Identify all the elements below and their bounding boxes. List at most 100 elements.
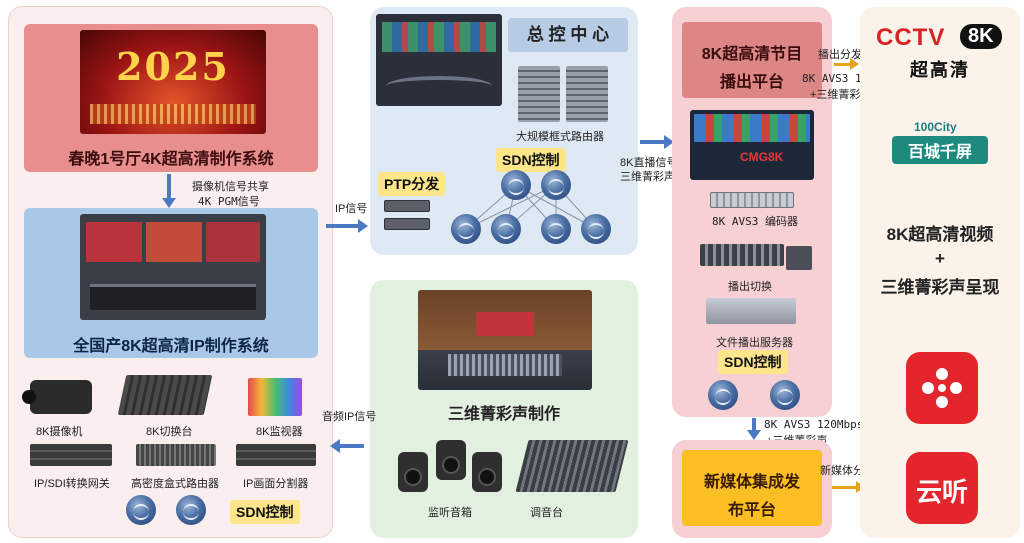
presentation-panel xyxy=(860,7,1020,538)
playout-switcher-icon xyxy=(700,244,784,266)
cctv-sub-text: 超高清 xyxy=(910,60,970,80)
new-media-title-box: 新媒体集成发 布平台 xyxy=(682,450,822,526)
control-room-photo xyxy=(80,214,266,320)
100city-logo: 100City 百城千屏 xyxy=(886,120,992,164)
ip-system-title: 全国产8K超高清IP制作系统 xyxy=(73,338,269,355)
cctv-logo-text: CCTV xyxy=(876,24,946,51)
arrow-new-media xyxy=(832,486,858,489)
device-label: 8K监视器 xyxy=(256,426,303,438)
switch-label: 播出切换 xyxy=(728,281,772,293)
cmg-screen-logo: CMG8K xyxy=(740,150,784,164)
ip-signal-label: IP信号 xyxy=(335,203,368,215)
100city-logo-main: 百城千屏 xyxy=(892,136,988,164)
mixing-console-icon xyxy=(515,440,629,492)
audience-pattern xyxy=(90,104,256,124)
present-line2: 三维菁彩声呈现 xyxy=(880,278,1000,297)
studio-screens xyxy=(476,312,534,336)
leaf-switch-icon xyxy=(541,214,571,244)
chunwan-4k-system-box: 2025 春晚1号厅4K超高清制作系统 xyxy=(24,24,318,172)
cctv-8k-logo: CCTV 8K 超高清 xyxy=(876,20,1012,80)
gala-stage-photo: 2025 xyxy=(80,30,266,134)
device-label: 8K切换台 xyxy=(146,426,193,438)
yunting-app-icon: 云听 xyxy=(906,452,978,524)
audio-production-title: 三维菁彩声制作 xyxy=(447,406,560,423)
playout-screen-photo: CMG8K xyxy=(690,110,814,180)
cctv-8k-badge: 8K xyxy=(960,24,1002,49)
box-router-icon xyxy=(136,444,216,466)
arrow-broadcast xyxy=(834,63,852,66)
signal-label-pgm: 4K PGM信号 xyxy=(198,195,260,208)
leaf-switch-icon xyxy=(581,214,611,244)
spine-switch-icon xyxy=(541,170,571,200)
chunwan-system-title: 春晚1号厅4K超高清制作系统 xyxy=(68,151,274,168)
arrow-ip-signal xyxy=(326,224,360,228)
arrow-head xyxy=(664,135,674,149)
encoder-label: 8K AVS3 编码器 xyxy=(712,215,798,228)
spec-audio-broadcast: +三维菁彩声 xyxy=(810,89,872,101)
monitor-wall-center xyxy=(146,222,202,262)
audio-studio-photo xyxy=(418,290,592,390)
arrow-head xyxy=(162,198,176,208)
spine-switch-icon xyxy=(501,170,531,200)
sdn-switch-icon xyxy=(176,495,206,525)
master-control-room-photo xyxy=(376,14,502,106)
device-label: 8K摄像机 xyxy=(36,426,83,438)
yunting-logo-text: 云听 xyxy=(915,477,968,507)
router-label: 大规模框式路由器 xyxy=(516,131,604,143)
year-banner: 2025 xyxy=(116,44,230,89)
monitor-speaker-icon xyxy=(472,452,502,492)
console-desk xyxy=(386,76,492,96)
monitor-wall-right xyxy=(206,222,260,262)
playout-title-line2: 播出平台 xyxy=(719,74,784,91)
device-label: IP/SDI转换网关 xyxy=(34,478,110,490)
control-desk xyxy=(90,284,256,310)
8k-monitor-icon xyxy=(248,378,302,416)
monitor-speaker-icon xyxy=(398,452,428,492)
device-label: IP画面分割器 xyxy=(243,478,309,490)
video-wall xyxy=(382,22,496,52)
playout-title-line1: 8K超高清节目 xyxy=(701,46,803,63)
frame-router-icon xyxy=(566,66,608,122)
frame-router-icon xyxy=(518,66,560,122)
sdn-switch-icon xyxy=(126,495,156,525)
sdn-switch-icon xyxy=(770,380,800,410)
ptp-device-icon xyxy=(384,200,430,212)
arrow-chunwan-to-ip xyxy=(167,174,171,200)
master-control-title: 总 控 中 心 xyxy=(526,25,610,44)
arrow-audio-ip xyxy=(340,444,364,448)
device-label: 高密度盒式路由器 xyxy=(131,478,219,490)
sdn-control-tag-right: SDN控制 xyxy=(718,350,788,374)
sdn-control-tag-left: SDN控制 xyxy=(230,500,300,524)
sdn-switch-icon xyxy=(708,380,738,410)
100city-logo-top: 100City xyxy=(914,120,957,134)
live-audio-label: 三维菁彩声 xyxy=(620,171,675,183)
arrow-head xyxy=(850,58,859,70)
present-line1: 8K超高清视频 xyxy=(886,225,994,244)
sdn-control-tag-center: SDN控制 xyxy=(496,148,566,172)
server-label: 文件播出服务器 xyxy=(716,337,793,349)
playout-title-box: 8K超高清节目 播出平台 xyxy=(682,22,822,98)
speaker-label: 监听音箱 xyxy=(428,507,472,519)
avs3-encoder-icon xyxy=(710,192,794,208)
console-label: 调音台 xyxy=(530,507,563,519)
signal-label-camera: 摄像机信号共享 xyxy=(192,181,269,193)
new-media-title-line1: 新媒体集成发 xyxy=(703,474,800,491)
8k-camera-icon xyxy=(22,380,92,414)
playout-monitor-icon xyxy=(786,246,812,270)
leaf-switch-icon xyxy=(491,214,521,244)
present-plus: + xyxy=(935,249,945,268)
ip-sdi-gateway-icon xyxy=(30,444,112,466)
arrow-head xyxy=(358,219,368,233)
playout-video-wall xyxy=(694,114,810,142)
ip-8k-system-box: 全国产8K超高清IP制作系统 xyxy=(24,208,318,358)
ptp-device-icon xyxy=(384,218,430,230)
ip-multiviewer-icon xyxy=(236,444,316,466)
spec-label-media: 8K AVS3 120Mbps xyxy=(764,418,864,431)
red-app-mark xyxy=(922,368,962,408)
file-server-icon xyxy=(706,298,796,324)
audio-ip-signal-label: 音频IP信号 xyxy=(322,411,377,423)
8k-switcher-icon xyxy=(117,375,213,415)
arrow-head xyxy=(330,439,340,453)
arrow-head xyxy=(747,430,761,440)
new-media-title-line2: 布平台 xyxy=(727,502,776,519)
